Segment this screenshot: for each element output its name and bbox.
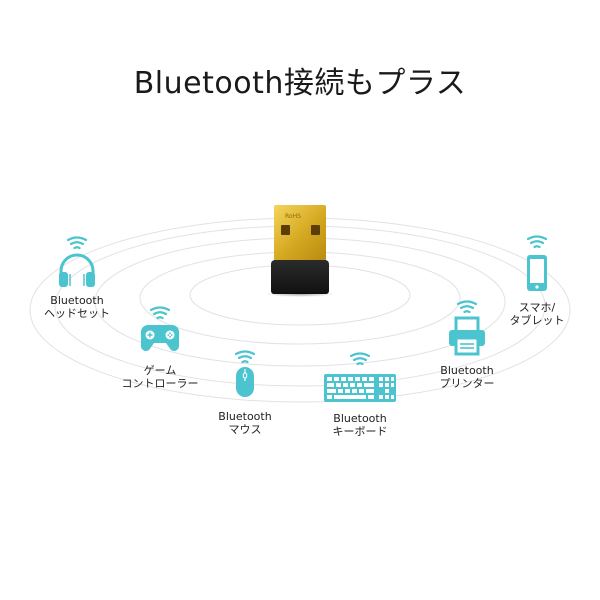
device-keyboard: Bluetooth キーボード bbox=[318, 352, 402, 438]
device-game-controller: ゲーム コントローラー bbox=[118, 306, 202, 390]
device-label: キーボード bbox=[332, 425, 388, 438]
device-label: スマホ/ bbox=[518, 301, 556, 314]
keyboard-icon bbox=[324, 374, 396, 402]
device-label: タブレット bbox=[509, 314, 565, 327]
usb-contact bbox=[311, 225, 320, 235]
adapter-shadow bbox=[265, 291, 335, 297]
wifi-signal-icon bbox=[66, 236, 88, 250]
gamepad-icon bbox=[141, 325, 179, 351]
headphones-icon bbox=[59, 253, 95, 287]
device-label: Bluetooth bbox=[218, 410, 272, 423]
device-label: Bluetooth bbox=[50, 294, 104, 307]
device-printer: Bluetooth プリンター bbox=[425, 300, 509, 390]
device-label: ゲーム bbox=[143, 364, 177, 377]
wifi-signal-icon bbox=[149, 306, 171, 320]
device-label: マウス bbox=[228, 423, 262, 436]
device-label: コントローラー bbox=[121, 377, 199, 390]
wifi-signal-icon bbox=[234, 350, 256, 364]
device-headset: Bluetooth ヘッドセット bbox=[40, 236, 114, 320]
printer-icon bbox=[449, 316, 485, 356]
device-label: プリンター bbox=[439, 377, 495, 390]
page-title: Bluetooth接続もプラス bbox=[133, 66, 467, 101]
adapter-body bbox=[271, 260, 329, 294]
device-smartphone: スマホ/ タブレット bbox=[500, 235, 574, 327]
usb-bluetooth-adapter: RoHS bbox=[265, 205, 335, 297]
device-label: Bluetooth bbox=[440, 364, 494, 377]
device-mouse: Bluetooth マウス bbox=[208, 350, 282, 436]
device-label: ヘッドセット bbox=[44, 307, 110, 320]
wifi-signal-icon bbox=[456, 300, 478, 314]
mouse-icon bbox=[236, 367, 254, 397]
wifi-signal-icon bbox=[526, 235, 548, 249]
usb-contact bbox=[281, 225, 290, 235]
smartphone-icon bbox=[527, 255, 547, 291]
device-label: Bluetooth bbox=[333, 412, 387, 425]
wifi-signal-icon bbox=[349, 352, 371, 366]
rohs-mark: RoHS bbox=[285, 213, 301, 220]
